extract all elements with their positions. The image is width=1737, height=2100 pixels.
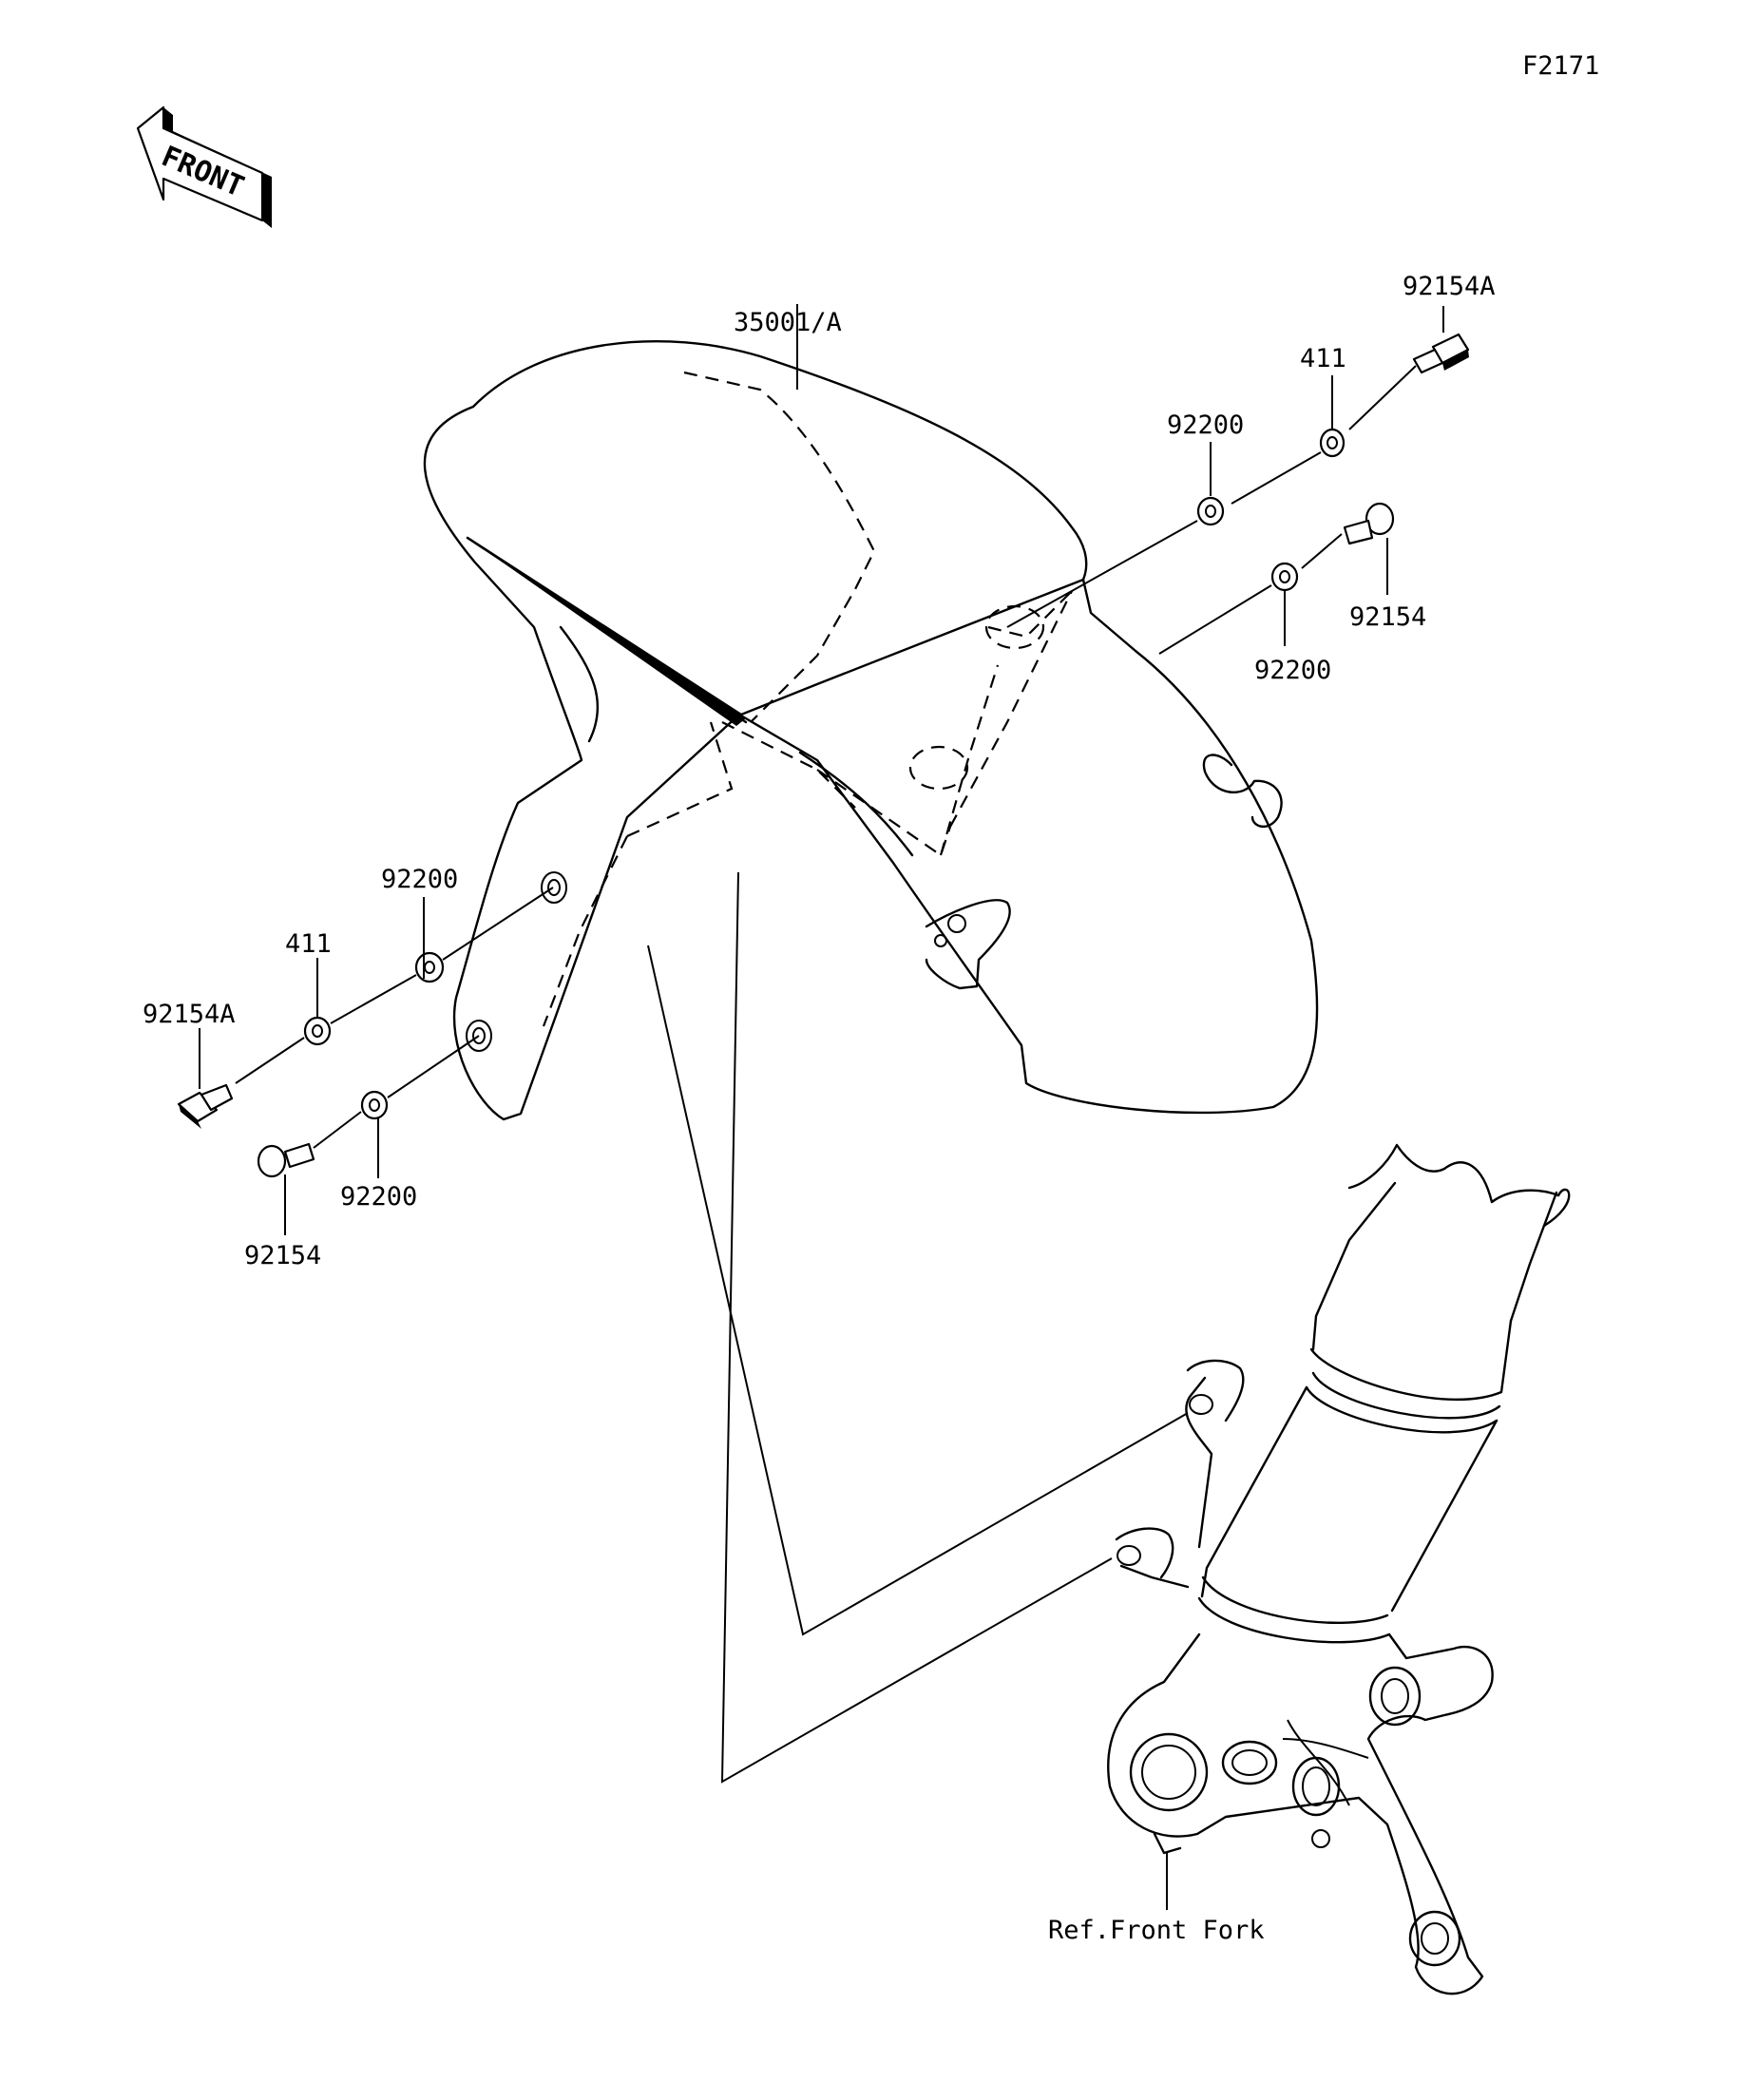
label-92200-left-upper: 92200 (381, 865, 459, 894)
label-ref-front-fork: Ref.Front Fork (1048, 1916, 1265, 1945)
label-92154-left: 92154 (244, 1241, 322, 1270)
label-92154a-left: 92154A (143, 1000, 236, 1029)
label-411-right: 411 (1300, 344, 1346, 373)
washer-92200-left-lower (360, 1090, 389, 1120)
front-fender (423, 340, 1319, 1121)
label-92200-right-lower: 92200 (1254, 656, 1332, 685)
diagram-code: F2171 (1522, 51, 1600, 81)
washer-92200-right-upper (1196, 496, 1225, 526)
right-hardware (1006, 333, 1470, 655)
label-92200-left-lower: 92200 (340, 1182, 418, 1212)
label-411-left: 411 (285, 929, 332, 959)
label-92154-right: 92154 (1349, 602, 1427, 632)
label-35001-a: 35001/A (734, 308, 842, 337)
bolt-92154a-left (177, 1083, 234, 1129)
left-hardware (177, 887, 554, 1178)
bolt-92154-right (1343, 502, 1395, 545)
washer-92200-right-lower (1270, 562, 1299, 592)
bolt-92154-left (257, 1142, 315, 1178)
front-arrow-icon: FRONT (136, 105, 272, 228)
front-fork (1107, 1143, 1571, 1995)
label-92200-right-upper: 92200 (1167, 410, 1245, 440)
leader-lines (199, 304, 1444, 1910)
collar-411-right (1319, 428, 1346, 458)
label-92154a-right: 92154A (1403, 272, 1496, 301)
bolt-92154a-right (1412, 333, 1470, 374)
washer-92200-left-upper (414, 951, 445, 983)
assembly-lines (647, 871, 1189, 1784)
collar-411-left (303, 1016, 332, 1046)
